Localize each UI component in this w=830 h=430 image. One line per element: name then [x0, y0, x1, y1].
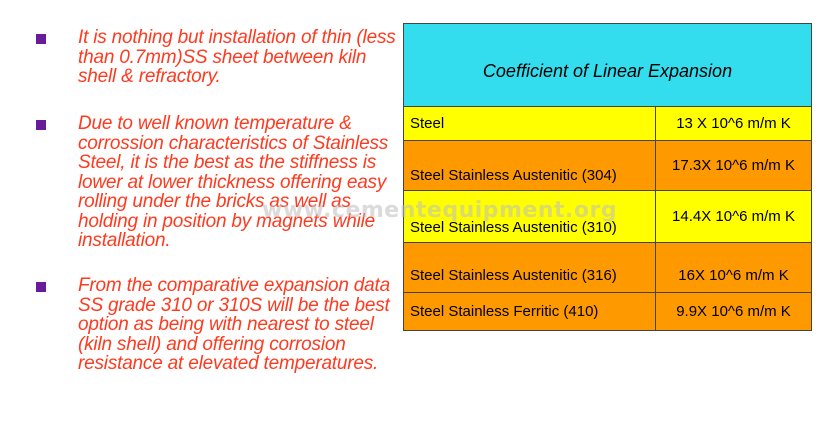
material-cell: Steel Stainless Austenitic (316): [403, 242, 656, 293]
square-bullet-icon: [36, 34, 46, 44]
bullet-text: It is nothing but installation of thin (…: [78, 27, 396, 87]
value-cell: 9.9X 10^6 m/m K: [655, 292, 812, 331]
table-title-row: Coefficient of Linear Expansion: [403, 23, 812, 107]
material-cell: Steel: [403, 106, 656, 141]
expansion-table: Coefficient of Linear Expansion Steel 13…: [403, 23, 812, 331]
value-cell: 14.4X 10^6 m/m K: [655, 190, 812, 243]
value-cell: 13 X 10^6 m/m K: [655, 106, 812, 141]
value-cell: 17.3X 10^6 m/m K: [655, 140, 812, 191]
bullet-text: From the comparative expansion data SS g…: [78, 275, 390, 374]
material-cell: Steel Stainless Austenitic (304): [403, 140, 656, 191]
value-cell: 16X 10^6 m/m K: [655, 242, 812, 293]
bullet-text: Due to well known temperature & corrossi…: [78, 113, 389, 251]
table-row: Steel Stainless Ferritic (410) 9.9X 10^6…: [403, 292, 812, 331]
expansion-table-container: Coefficient of Linear Expansion Steel 13…: [403, 23, 812, 331]
table-row: Steel Stainless Austenitic (316) 16X 10^…: [403, 242, 812, 293]
square-bullet-icon: [36, 282, 46, 292]
square-bullet-icon: [36, 120, 46, 130]
material-cell: Steel Stainless Ferritic (410): [403, 292, 656, 331]
table-title: Coefficient of Linear Expansion: [403, 23, 812, 107]
table-row: Steel Stainless Austenitic (310) 14.4X 1…: [403, 190, 812, 243]
table-row: Steel 13 X 10^6 m/m K: [403, 106, 812, 141]
table-row: Steel Stainless Austenitic (304) 17.3X 1…: [403, 140, 812, 191]
material-cell: Steel Stainless Austenitic (310): [403, 190, 656, 243]
